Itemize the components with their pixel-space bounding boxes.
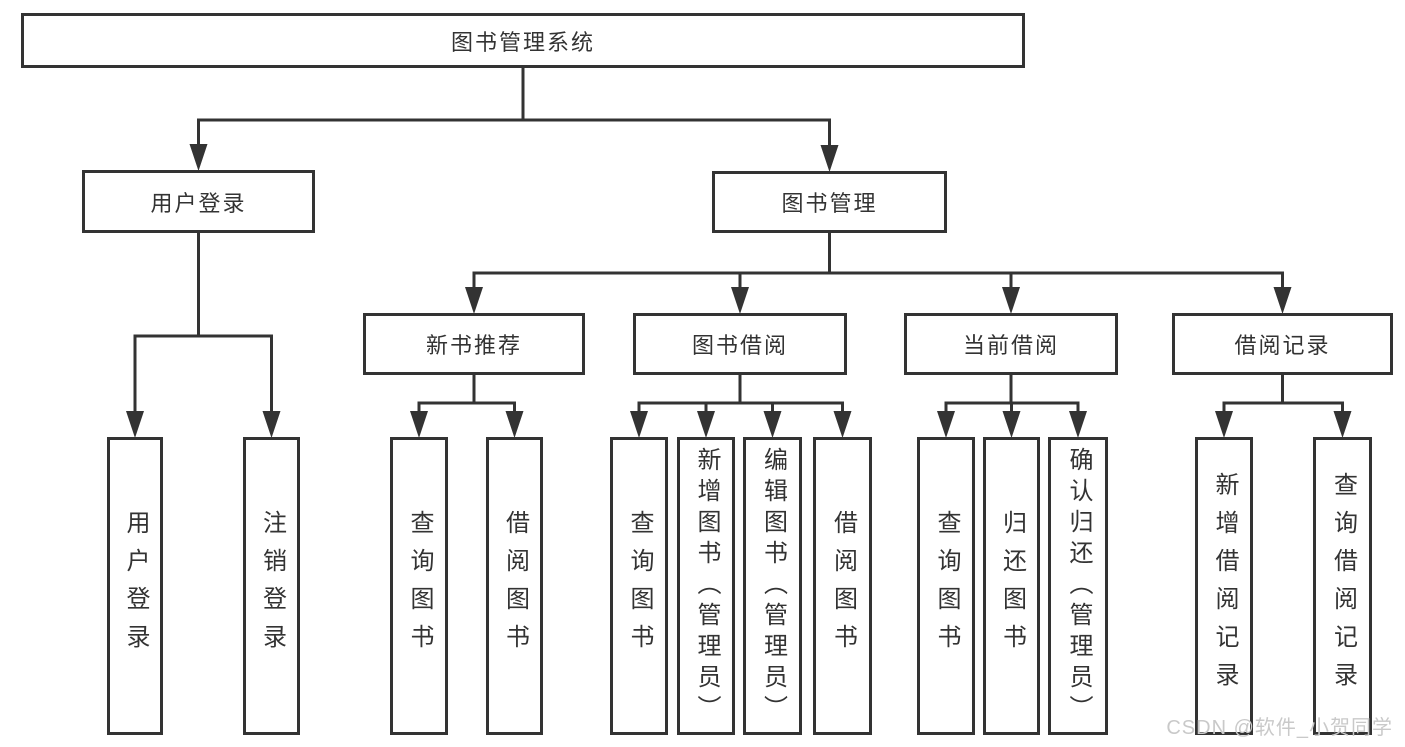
node-login-logout: 注销登录 xyxy=(243,437,300,735)
arrowhead-to-current xyxy=(1002,287,1020,314)
node-label: 查询图书 xyxy=(406,510,433,662)
node-label: 图书管理系统 xyxy=(450,29,595,55)
arrowhead-to-cur-confirm xyxy=(1069,411,1087,438)
node-rec-borrow: 借阅图书 xyxy=(486,437,543,735)
node-records-query: 查询借阅记录 xyxy=(1313,437,1372,735)
node-label: 新增图书（管理员） xyxy=(693,446,720,726)
node-borrow-query: 查询图书 xyxy=(610,437,668,735)
arrowhead-to-rec-query xyxy=(410,411,428,438)
arrowhead-to-borrow xyxy=(731,287,749,314)
arrowhead-to-borrow-edit xyxy=(763,411,782,438)
node-label: 借阅图书 xyxy=(501,510,529,662)
arrowhead-to-login-logout xyxy=(262,411,281,438)
node-label: 用户登录 xyxy=(122,510,149,662)
node-cur-return: 归还图书 xyxy=(983,437,1040,735)
node-label: 注销登录 xyxy=(258,510,286,662)
arrowhead-to-cur-return xyxy=(1002,411,1021,438)
node-label: 确认归还（管理员） xyxy=(1065,446,1092,726)
arrowhead-to-records-query xyxy=(1333,411,1352,438)
edge-from-borrow xyxy=(637,373,844,420)
edge-from-current xyxy=(944,373,1080,420)
node-root: 图书管理系统 xyxy=(21,13,1025,68)
node-borrow-borrow: 借阅图书 xyxy=(813,437,872,735)
node-current: 当前借阅 xyxy=(904,313,1118,375)
watermark: CSDN @软件_小贺同学 xyxy=(1166,717,1393,739)
arrowhead-to-login xyxy=(189,144,208,171)
edge-from-mgmt xyxy=(472,231,1284,296)
node-login: 用户登录 xyxy=(82,170,315,233)
arrowhead-to-records xyxy=(1273,287,1292,314)
node-label: 当前借阅 xyxy=(962,333,1059,358)
node-label: 新增借阅记录 xyxy=(1211,472,1238,700)
node-label: 查询图书 xyxy=(626,510,653,662)
node-login-user: 用户登录 xyxy=(107,437,163,735)
arrowhead-to-rec-borrow xyxy=(505,411,524,438)
node-borrow-edit: 编辑图书（管理员） xyxy=(743,437,802,735)
arrowhead-to-records-add xyxy=(1215,411,1233,438)
node-records-add: 新增借阅记录 xyxy=(1195,437,1253,735)
edge-from-rec xyxy=(417,373,516,420)
node-cur-confirm: 确认归还（管理员） xyxy=(1048,437,1108,735)
node-records: 借阅记录 xyxy=(1172,313,1393,375)
node-label: 用户登录 xyxy=(150,190,247,216)
node-label: 查询借阅记录 xyxy=(1329,472,1357,700)
node-borrow-add: 新增图书（管理员） xyxy=(677,437,735,735)
node-label: 图书借阅 xyxy=(691,333,788,358)
node-rec: 新书推荐 xyxy=(363,313,585,375)
node-rec-query: 查询图书 xyxy=(390,437,448,735)
arrowhead-to-borrow-borrow xyxy=(833,411,852,438)
node-label: 新书推荐 xyxy=(425,333,522,358)
node-label: 借阅图书 xyxy=(829,510,857,662)
node-label: 图书管理 xyxy=(781,191,878,216)
node-label: 查询图书 xyxy=(933,510,960,662)
arrowhead-to-borrow-add xyxy=(697,411,715,438)
edge-from-records xyxy=(1222,373,1344,420)
node-cur-query: 查询图书 xyxy=(917,437,975,735)
edge-from-login xyxy=(133,231,273,420)
edge-from-root xyxy=(197,66,831,154)
arrowhead-to-borrow-query xyxy=(630,411,648,438)
node-mgmt: 图书管理 xyxy=(712,171,947,233)
node-label: 借阅记录 xyxy=(1234,333,1331,358)
arrowhead-to-mgmt xyxy=(820,145,839,172)
arrowhead-to-rec xyxy=(465,287,483,314)
node-borrow: 图书借阅 xyxy=(633,313,847,375)
arrowhead-to-login-user xyxy=(126,411,144,438)
node-label: 归还图书 xyxy=(998,510,1026,662)
arrowhead-to-cur-query xyxy=(937,411,955,438)
node-label: 编辑图书（管理员） xyxy=(759,446,787,726)
